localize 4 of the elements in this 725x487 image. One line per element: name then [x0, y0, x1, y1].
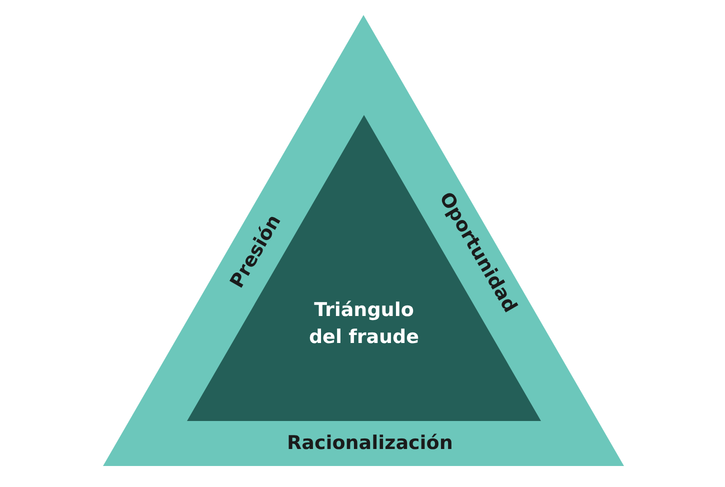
outer-triangle: [103, 15, 624, 466]
side-label: Racionalización: [287, 431, 453, 456]
center-title: Triángulo del fraude: [308, 298, 420, 350]
inner-triangle: [187, 115, 541, 421]
